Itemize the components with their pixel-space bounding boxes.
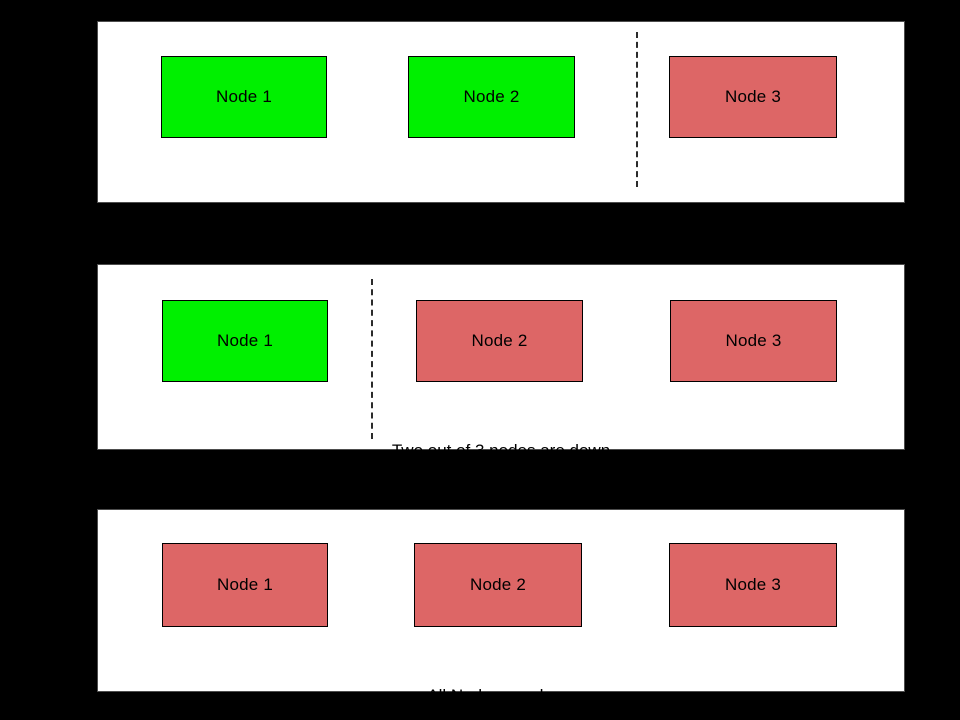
partition-divider-line	[636, 32, 638, 187]
node-box-3-down: Node 3	[669, 543, 837, 627]
node-box-1-up: Node 1	[161, 56, 327, 138]
caption-line-1: Two out of 3 nodes are down	[391, 441, 611, 460]
caption-line-1: Two out of 3 nodes are up	[402, 200, 600, 219]
node-label: Node 1	[216, 331, 274, 350]
node-box-2-up: Node 2	[408, 56, 575, 138]
node-label: Node 2	[469, 575, 527, 594]
panel-two-nodes-down: Node 1 Node 2 Node 3 Two out of 3 nodes …	[97, 264, 905, 526]
node-box-3-down: Node 3	[670, 300, 837, 382]
node-label: Node 1	[216, 575, 274, 594]
node-label: Node 3	[725, 331, 782, 350]
panel-two-nodes-up: Node 1 Node 2 Node 3 Two out of 3 nodes …	[97, 21, 905, 285]
node-box-2-down: Node 2	[416, 300, 583, 382]
node-label: Node 2	[471, 331, 528, 350]
partition-divider-line	[371, 279, 373, 439]
panel-caption: All Nodes are down Majority Fails & Clus…	[98, 641, 904, 720]
node-box-1-down: Node 1	[162, 543, 328, 627]
caption-line-1: All Nodes are down	[427, 686, 575, 705]
node-label: Node 3	[724, 87, 782, 106]
node-box-2-down: Node 2	[414, 543, 582, 627]
node-box-1-up: Node 1	[162, 300, 328, 382]
node-label: Node 3	[724, 575, 782, 594]
node-label: Node 2	[463, 87, 520, 106]
panel-all-nodes-down: Node 1 Node 2 Node 3 All Nodes are down …	[97, 509, 905, 705]
node-label: Node 1	[215, 87, 273, 106]
node-box-3-down: Node 3	[669, 56, 837, 138]
